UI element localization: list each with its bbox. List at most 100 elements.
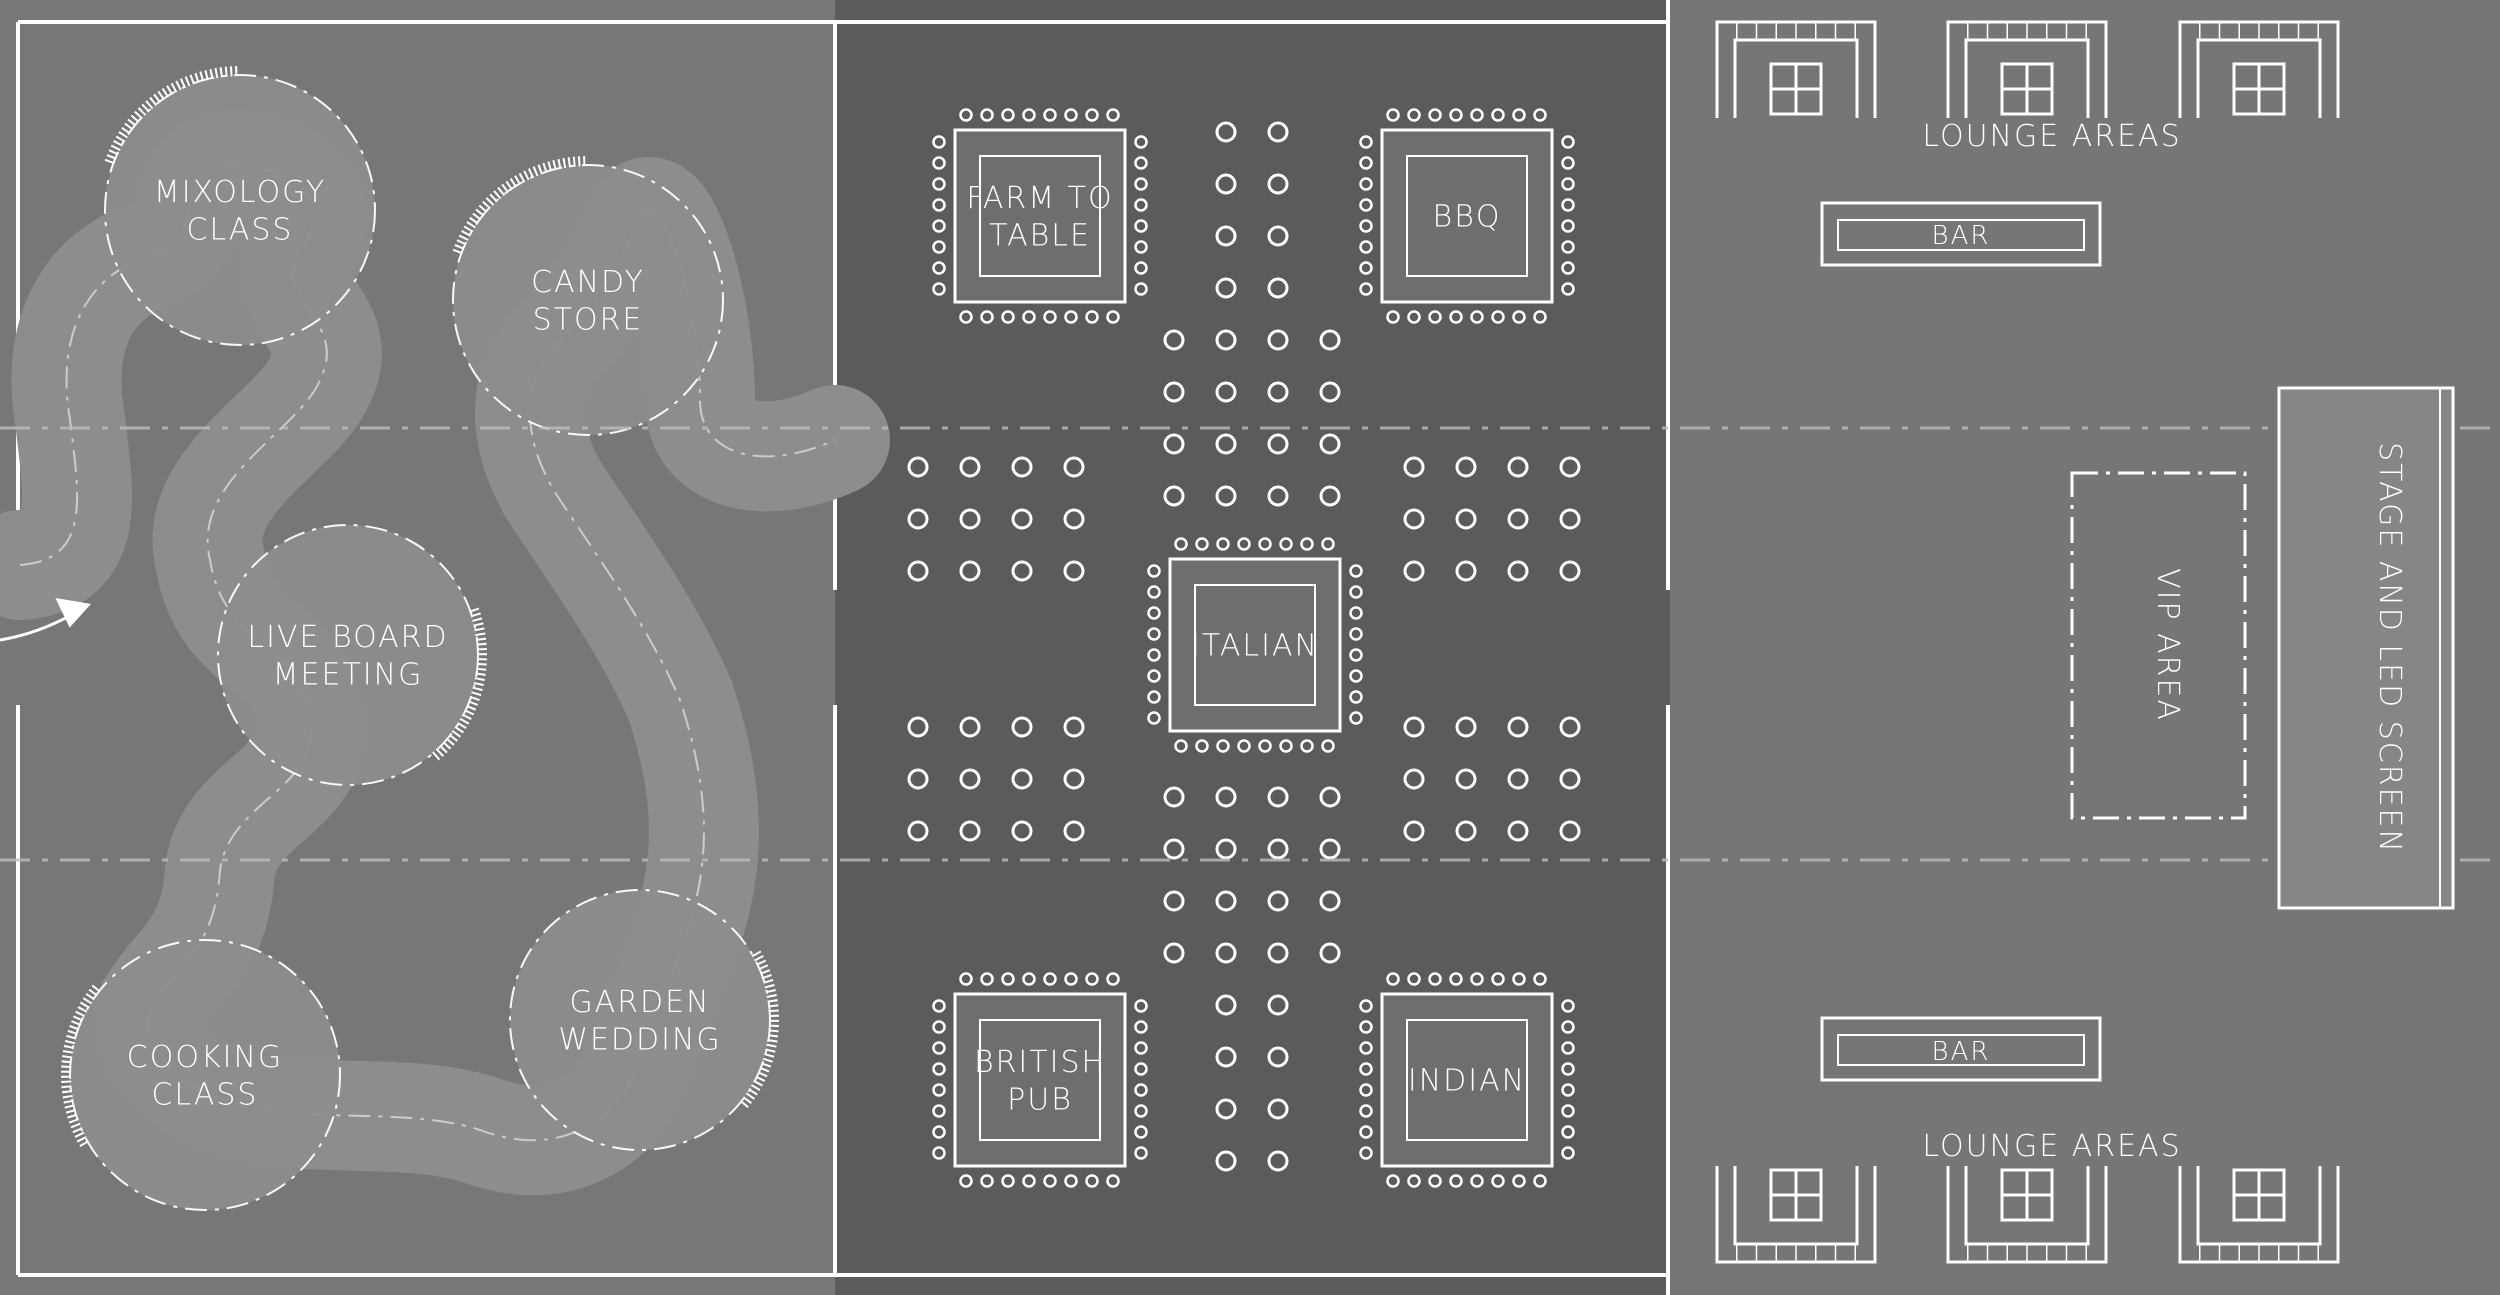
- chair: [1349, 606, 1363, 620]
- seat: [907, 560, 929, 582]
- chair: [1043, 972, 1057, 986]
- seat: [1455, 456, 1477, 478]
- board-label: LIVE BOARD: [247, 620, 448, 655]
- bbq-label: BBQ: [1433, 200, 1502, 235]
- chair: [1134, 1062, 1148, 1076]
- bar-bottom-label: BAR: [1932, 1037, 1991, 1067]
- chair: [1085, 108, 1099, 122]
- chair: [1043, 108, 1057, 122]
- chair: [1561, 999, 1575, 1013]
- british-label: BRITISH: [974, 1045, 1106, 1080]
- chair: [1533, 108, 1547, 122]
- chair: [1512, 972, 1526, 986]
- farm-label: FARM TO: [966, 181, 1113, 216]
- chair: [1561, 1083, 1575, 1097]
- board-label: MEETING: [273, 657, 424, 692]
- chair: [1359, 1062, 1373, 1076]
- chair: [1561, 135, 1575, 149]
- garden-label: GARDEN: [569, 985, 710, 1020]
- lounge-bottom-label: LOUNGE AREAS: [1922, 1129, 2181, 1164]
- chair: [1407, 310, 1421, 324]
- seat: [1267, 786, 1289, 808]
- seat: [1011, 508, 1033, 530]
- chair: [1491, 310, 1505, 324]
- chair: [1174, 537, 1188, 551]
- stage-label: STAGE AND LED SCREEN: [2372, 442, 2407, 854]
- seat: [1267, 838, 1289, 860]
- seat: [1215, 994, 1237, 1016]
- seat: [1403, 716, 1425, 738]
- seat: [1267, 994, 1289, 1016]
- seat: [1507, 768, 1529, 790]
- seat: [1163, 329, 1185, 351]
- chair: [1561, 177, 1575, 191]
- seat: [1215, 485, 1237, 507]
- british-label: PUB: [1007, 1082, 1073, 1117]
- seat: [1319, 381, 1341, 403]
- chair: [932, 261, 946, 275]
- chair: [1237, 739, 1251, 753]
- chair: [1134, 1083, 1148, 1097]
- seat: [1163, 890, 1185, 912]
- chair: [932, 135, 946, 149]
- seat: [1455, 716, 1477, 738]
- seat: [1215, 838, 1237, 860]
- chair: [932, 1125, 946, 1139]
- seat: [1319, 329, 1341, 351]
- seat: [1267, 485, 1289, 507]
- seat: [1215, 225, 1237, 247]
- chair: [1561, 1125, 1575, 1139]
- chair: [1359, 177, 1373, 191]
- chair: [1561, 1020, 1575, 1034]
- seat: [1559, 560, 1581, 582]
- bar-top-label: BAR: [1932, 221, 1991, 251]
- chair: [1085, 1174, 1099, 1188]
- chair: [932, 156, 946, 170]
- seat: [1559, 716, 1581, 738]
- mixology-label: CLASS: [187, 212, 294, 247]
- seat: [1319, 942, 1341, 964]
- chair: [1279, 739, 1293, 753]
- seating-circles: [907, 121, 1581, 1172]
- chair: [1359, 156, 1373, 170]
- seat: [1011, 560, 1033, 582]
- seat: [1455, 508, 1477, 530]
- chair: [932, 177, 946, 191]
- lounge: [2178, 20, 2340, 118]
- chair: [932, 1020, 946, 1034]
- chair: [1349, 585, 1363, 599]
- seat: [907, 820, 929, 842]
- chair: [1022, 972, 1036, 986]
- chair: [1449, 972, 1463, 986]
- chair: [1147, 669, 1161, 683]
- seat: [1267, 277, 1289, 299]
- chair: [1134, 261, 1148, 275]
- chair: [959, 1174, 973, 1188]
- seat: [1507, 560, 1529, 582]
- chair: [1134, 240, 1148, 254]
- chair: [1349, 711, 1363, 725]
- chair: [1134, 282, 1148, 296]
- chair: [1407, 972, 1421, 986]
- chair: [1359, 1104, 1373, 1118]
- seat: [1215, 1046, 1237, 1068]
- candy-label: STORE: [533, 302, 644, 337]
- garden-label: WEDDING: [558, 1022, 721, 1057]
- seat: [959, 820, 981, 842]
- chair: [1491, 108, 1505, 122]
- seat: [1215, 786, 1237, 808]
- seat: [1163, 381, 1185, 403]
- seat: [1455, 560, 1477, 582]
- chair: [1300, 537, 1314, 551]
- seat: [1267, 381, 1289, 403]
- chair: [932, 198, 946, 212]
- chair: [1349, 564, 1363, 578]
- chair: [1561, 1041, 1575, 1055]
- chair: [1134, 1125, 1148, 1139]
- chair: [1561, 282, 1575, 296]
- seat: [1559, 508, 1581, 530]
- chair: [1300, 739, 1314, 753]
- chair: [1359, 999, 1373, 1013]
